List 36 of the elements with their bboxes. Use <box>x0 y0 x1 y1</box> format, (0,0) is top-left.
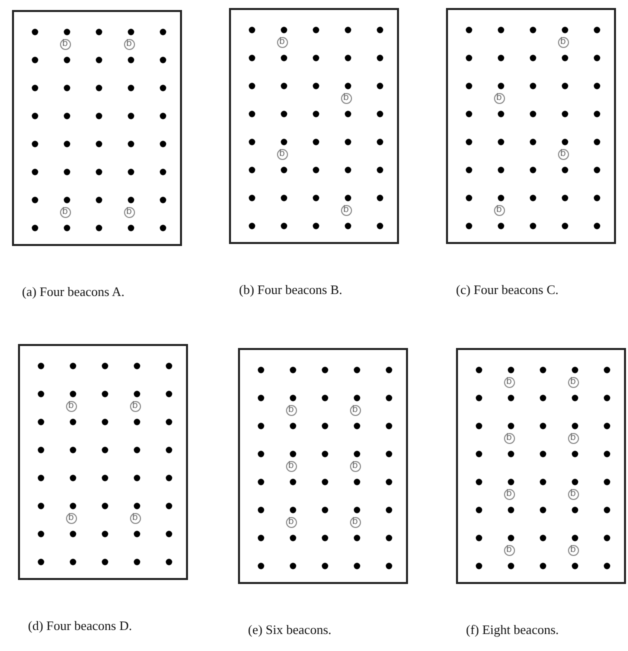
beacon-marker: b <box>60 206 70 218</box>
beacon-marker: b <box>350 404 360 416</box>
beacon-marker: b <box>286 460 296 472</box>
beacon-marker: b <box>286 404 296 416</box>
beacon-marker: b <box>276 36 288 48</box>
beacon-marker: b <box>124 206 134 218</box>
caption: (c) Four beacons C. <box>456 282 559 298</box>
beacon-marker: b <box>494 92 504 104</box>
beacon-marker: b <box>286 516 296 528</box>
beacon-marker: b <box>130 512 140 524</box>
caption: (f) Eight beacons. <box>466 622 559 638</box>
caption: (a) Four beacons A. <box>22 284 125 300</box>
caption: (e) Six beacons. <box>248 622 332 638</box>
beacon-marker: b <box>66 512 76 524</box>
beacon-marker: b <box>60 38 70 50</box>
beacon-marker: b <box>130 400 140 412</box>
beacon-marker: b <box>558 148 568 160</box>
beacon-marker: b <box>558 36 568 48</box>
beacon-marker: b <box>568 432 578 444</box>
beacon-marker: b <box>504 432 514 444</box>
beacon-marker: b <box>504 488 514 500</box>
beacon-marker: b <box>124 38 134 50</box>
beacon-marker: b <box>340 204 352 216</box>
beacon-marker: b <box>276 148 288 160</box>
beacon-marker: b <box>568 488 578 500</box>
beacon-marker: b <box>494 204 504 216</box>
caption: (b) Four beacons B. <box>239 282 342 298</box>
beacon-marker: b <box>504 544 514 556</box>
beacon-marker: b <box>568 544 578 556</box>
beacon-marker: b <box>568 376 578 388</box>
beacon-marker: b <box>350 516 360 528</box>
beacon-marker: b <box>340 92 352 104</box>
caption: (d) Four beacons D. <box>28 618 132 634</box>
beacon-marker: b <box>350 460 360 472</box>
beacon-marker: b <box>504 376 514 388</box>
beacon-marker: b <box>66 400 76 412</box>
